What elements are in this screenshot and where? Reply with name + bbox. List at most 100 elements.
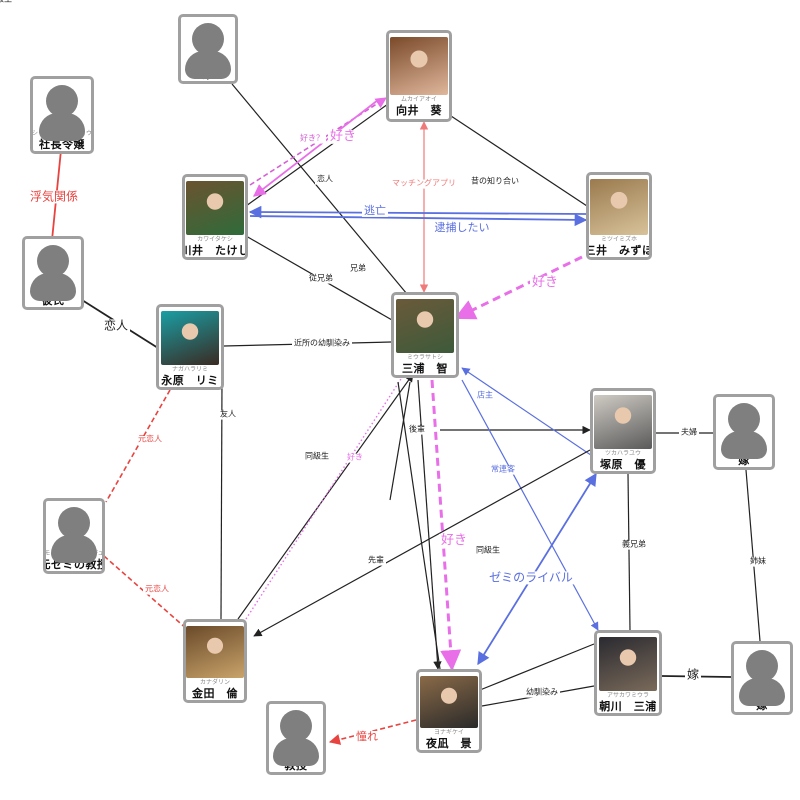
node-kaneda[interactable]: カナダリン金田 倫 <box>183 619 247 703</box>
edge-label: 恋人 <box>101 318 131 333</box>
person-silhouette-icon <box>181 21 235 79</box>
edge-mitsui-kawai <box>248 205 587 219</box>
node-name: 川井 たけし <box>182 244 248 257</box>
edge-otouto-miura <box>231 83 413 301</box>
edge-kawai-mukai <box>245 103 389 207</box>
edge-miura-yonagi <box>397 381 441 670</box>
person-photo <box>390 37 448 95</box>
node-name: 向井 葵 <box>396 104 442 117</box>
node-kana: ミツイミズホ <box>600 236 637 243</box>
edge-miura-yonagi <box>430 379 462 672</box>
person-photo <box>420 676 478 728</box>
edge-nagahara-motozemi <box>105 389 171 503</box>
edge-label: 元恋人 <box>136 434 164 445</box>
node-mitsui[interactable]: ミツイミズホ三井 みずほ <box>586 172 652 260</box>
edge-tsukahara-asakawa <box>627 473 631 631</box>
edge-label: 同級生 <box>474 545 502 556</box>
node-yome2[interactable]: ヨメ嫁 <box>731 641 793 715</box>
node-yome1[interactable]: ヨメ嫁 <box>713 394 775 470</box>
node-name: 朝川 三浦 <box>599 700 657 713</box>
edge-miura-kaneda <box>389 381 411 501</box>
node-name: 塚原 優 <box>600 458 646 471</box>
edge-label: 憧れ <box>354 729 380 744</box>
person-photo <box>396 299 454 353</box>
edge-label: 同級生 <box>303 451 331 462</box>
person-photo <box>186 626 244 678</box>
person-photo <box>599 637 657 691</box>
node-yonagi[interactable]: ヨナギケイ夜凪 景 <box>416 669 482 753</box>
node-otouto[interactable]: オトウト弟 <box>178 14 238 84</box>
edge-label: 好き <box>438 532 470 549</box>
node-asakawa[interactable]: アサカワミウラ朝川 三浦 <box>594 630 662 716</box>
edge-label: 元恋人 <box>143 584 171 595</box>
edge-label: ゼミのライバル <box>487 570 575 585</box>
node-kana: ナガハラリミ <box>171 366 208 373</box>
edge-mukai-kawai <box>253 99 379 197</box>
edge-label: 兄弟 <box>348 263 368 274</box>
edge-label: 近所の幼馴染み <box>292 338 352 349</box>
node-miura[interactable]: ミウラサトシ三浦 智 <box>391 292 459 378</box>
edge-label: 姉妹 <box>748 556 768 567</box>
person-silhouette-icon <box>734 648 790 706</box>
node-name: 嫁 <box>738 454 750 467</box>
edge-label: 好き？ <box>298 133 326 144</box>
edge-label: マッチングアプリ <box>390 178 458 189</box>
node-kana: ミウラサトシ <box>406 354 443 361</box>
person-silhouette-icon <box>716 401 772 459</box>
edge-label: 従兄弟 <box>307 273 335 284</box>
edge-label: 後輩 <box>407 424 427 435</box>
edge-label: 幼馴染み <box>524 687 560 698</box>
node-kana: カナダリン <box>199 679 230 686</box>
node-name: 夜凪 景 <box>426 737 472 750</box>
person-photo <box>161 311 219 365</box>
edge-label: 好き <box>345 452 365 463</box>
edge-label: 常連客 <box>489 464 517 475</box>
edge-label: 夫婦 <box>679 427 699 438</box>
node-motozemi[interactable]: モトゼミノキョウジュ元ゼミの教授 <box>43 498 105 574</box>
edge-label: 恋人 <box>315 174 335 185</box>
edge-label: 逃亡 <box>362 203 388 218</box>
node-kana: ムカイアオイ <box>400 96 437 103</box>
edge-yonagi-tsukahara <box>477 472 597 666</box>
edge-mitsui-miura <box>454 255 583 320</box>
node-kareshi[interactable]: カレシ彼氏 <box>22 236 84 310</box>
edge-label: 嫁 <box>684 667 702 682</box>
node-shacho[interactable]: シャチョウレイジョウ社長令嬢 <box>30 76 94 154</box>
edge-label: 昔の知り合い <box>469 176 521 187</box>
edge-nagahara-kaneda <box>220 379 223 620</box>
edge-mukai-mitsui <box>447 113 591 209</box>
edge-label: 好き <box>529 274 561 291</box>
node-kawai[interactable]: カワイタケシ川井 たけし <box>182 174 248 260</box>
node-name: 三井 みずほ <box>586 244 652 257</box>
edge-motozemi-kaneda <box>103 555 189 631</box>
node-kana: ツカハラユウ <box>604 450 641 457</box>
person-silhouette-icon <box>46 505 102 563</box>
node-kana: アサカワミウラ <box>606 692 649 699</box>
edge-label: 好き <box>327 128 359 145</box>
person-photo <box>590 179 648 235</box>
node-name: 社長令嬢 <box>39 138 85 151</box>
edge-label: 友人 <box>218 409 238 420</box>
person-silhouette-icon <box>33 83 91 141</box>
edge-label: 先輩 <box>366 555 386 566</box>
node-kyoju[interactable]: キョウジュ教授 <box>266 701 326 775</box>
node-mukai[interactable]: ムカイアオイ向井 葵 <box>386 30 452 122</box>
edge-label: 同級生 <box>0 0 14 5</box>
node-kana: カワイタケシ <box>197 236 233 243</box>
edge-label: 店主 <box>475 390 495 401</box>
person-photo <box>186 181 244 235</box>
person-silhouette-icon <box>25 243 81 301</box>
node-tsukahara[interactable]: ツカハラユウ塚原 優 <box>590 388 656 474</box>
node-nagahara[interactable]: ナガハラリミ永原 リミ <box>156 304 224 390</box>
edge-label: 浮気関係 <box>27 189 81 204</box>
edge-kaneda-miura <box>237 373 414 620</box>
edge-yome1-yome2 <box>745 469 761 642</box>
person-silhouette-icon <box>269 708 323 766</box>
node-name: 永原 リミ <box>161 374 219 387</box>
node-kana: ヨナギケイ <box>434 729 464 736</box>
node-name: 金田 倫 <box>192 687 238 700</box>
edge-asakawa-yonagi <box>479 643 595 691</box>
node-name: 三浦 智 <box>402 362 448 375</box>
